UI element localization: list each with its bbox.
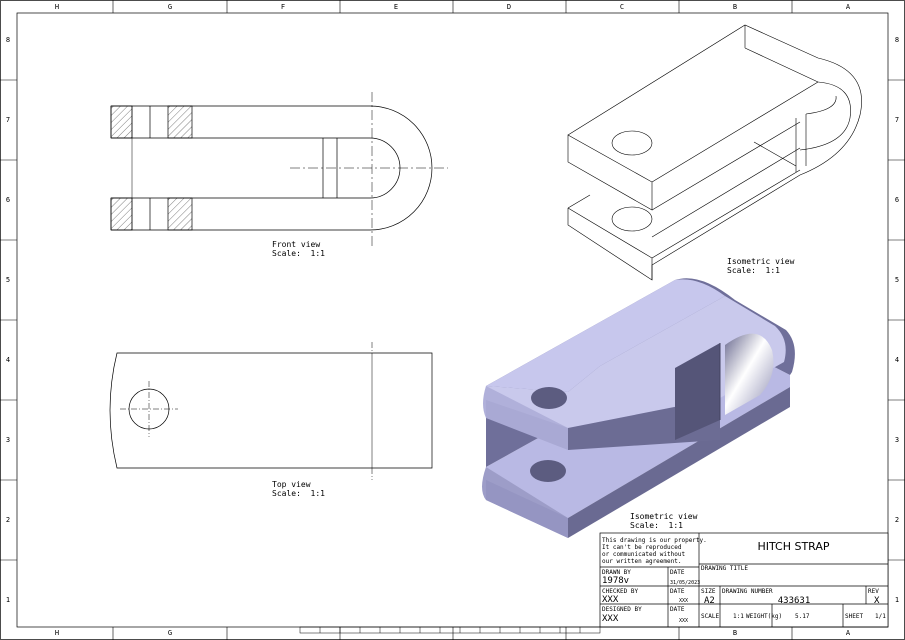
zone-number-left: 2 xyxy=(5,516,11,524)
zone-number-left: 4 xyxy=(5,356,11,364)
size-label: SIZE xyxy=(701,588,716,595)
property-note-line: our written agreement. xyxy=(602,558,682,565)
designed-date-value: XXX xyxy=(679,618,689,624)
title-block-frame xyxy=(599,532,889,628)
weight-value: 5.17 xyxy=(795,613,810,620)
zone-letter-top: G xyxy=(167,3,173,11)
zone-number-left: 7 xyxy=(5,116,11,124)
weight-label: WEIGHT(kg) xyxy=(746,613,783,620)
checked-by-label: CHECKED BY xyxy=(602,588,639,595)
drawing-title-label: DRAWING TITLE xyxy=(701,565,748,572)
zone-number-right: 4 xyxy=(894,356,900,364)
sheet-label: SHEET xyxy=(845,613,864,620)
drawn-by-value: 1978v xyxy=(602,576,630,586)
zone-number-left: 6 xyxy=(5,196,11,204)
isometric-shaded-drawing xyxy=(482,278,795,538)
drawn-date-value: 31/05/2023 xyxy=(670,580,701,586)
isometric-wireframe-drawing xyxy=(567,24,862,281)
checked-date-value: XXX xyxy=(679,598,689,604)
top-view-drawing xyxy=(109,342,433,480)
iso-shaded-view-scale: Scale: 1:1 xyxy=(630,521,683,530)
zone-number-right: 2 xyxy=(894,516,900,524)
zone-letter-top: A xyxy=(845,3,851,11)
scale-value: 1:1 xyxy=(733,613,744,620)
zone-letter-bottom: B xyxy=(732,629,738,637)
rev-label: REV xyxy=(868,588,879,595)
zone-number-right: 1 xyxy=(894,596,900,604)
zone-number-right: 5 xyxy=(894,276,900,284)
rev-value: X xyxy=(874,596,880,606)
front-view-title: Front view xyxy=(272,240,321,249)
zone-number-right: 6 xyxy=(894,196,900,204)
property-note-line: This drawing is our property. xyxy=(602,537,707,544)
zone-number-left: 3 xyxy=(5,436,11,444)
iso-wire-view-title: Isometric view xyxy=(727,257,795,266)
drawing-number-value: 433631 xyxy=(777,596,811,606)
zone-letter-top: F xyxy=(280,3,286,11)
zone-letter-bottom: H xyxy=(54,629,60,637)
scale-label: SCALE xyxy=(701,613,720,620)
iso-shaded-view-title: Isometric view xyxy=(630,512,698,521)
zone-number-right: 8 xyxy=(894,36,900,44)
zone-number-right: 3 xyxy=(894,436,900,444)
zone-number-left: 5 xyxy=(5,276,11,284)
front-view-scale: Scale: 1:1 xyxy=(272,249,325,258)
zone-number-right: 7 xyxy=(894,116,900,124)
zone-letter-top: E xyxy=(393,3,399,11)
drawn-date-label: DATE xyxy=(670,569,685,576)
designed-date-label: DATE xyxy=(670,606,685,613)
zone-letter-top: H xyxy=(54,3,60,11)
front-view-drawing xyxy=(110,92,448,246)
iso-wire-view-scale: Scale: 1:1 xyxy=(727,266,780,275)
drawing-number-label: DRAWING NUMBER xyxy=(722,588,773,595)
sheet-value: 1/1 xyxy=(875,613,886,620)
designed-by-value: XXX xyxy=(602,614,619,624)
top-view-title: Top view xyxy=(272,480,311,489)
drawn-by-label: DRAWN BY xyxy=(602,569,631,576)
checked-date-label: DATE xyxy=(670,588,685,595)
zone-letter-top: D xyxy=(506,3,512,11)
zone-letter-top: C xyxy=(619,3,625,11)
zone-letter-top: B xyxy=(732,3,738,11)
zone-letter-bottom: G xyxy=(167,629,173,637)
property-note-line: or communicated without xyxy=(602,551,686,558)
property-note-line: It can't be reproduced xyxy=(602,544,682,551)
zone-number-left: 8 xyxy=(5,36,11,44)
designed-by-label: DESIGNED BY xyxy=(602,606,642,613)
top-view-scale: Scale: 1:1 xyxy=(272,489,325,498)
drawing-title: HITCH STRAP xyxy=(757,540,830,553)
zone-number-left: 1 xyxy=(5,596,11,604)
zone-letter-bottom: A xyxy=(845,629,851,637)
scale-ruler xyxy=(299,626,601,634)
size-value: A2 xyxy=(704,596,715,606)
checked-by-value: XXX xyxy=(602,595,619,605)
